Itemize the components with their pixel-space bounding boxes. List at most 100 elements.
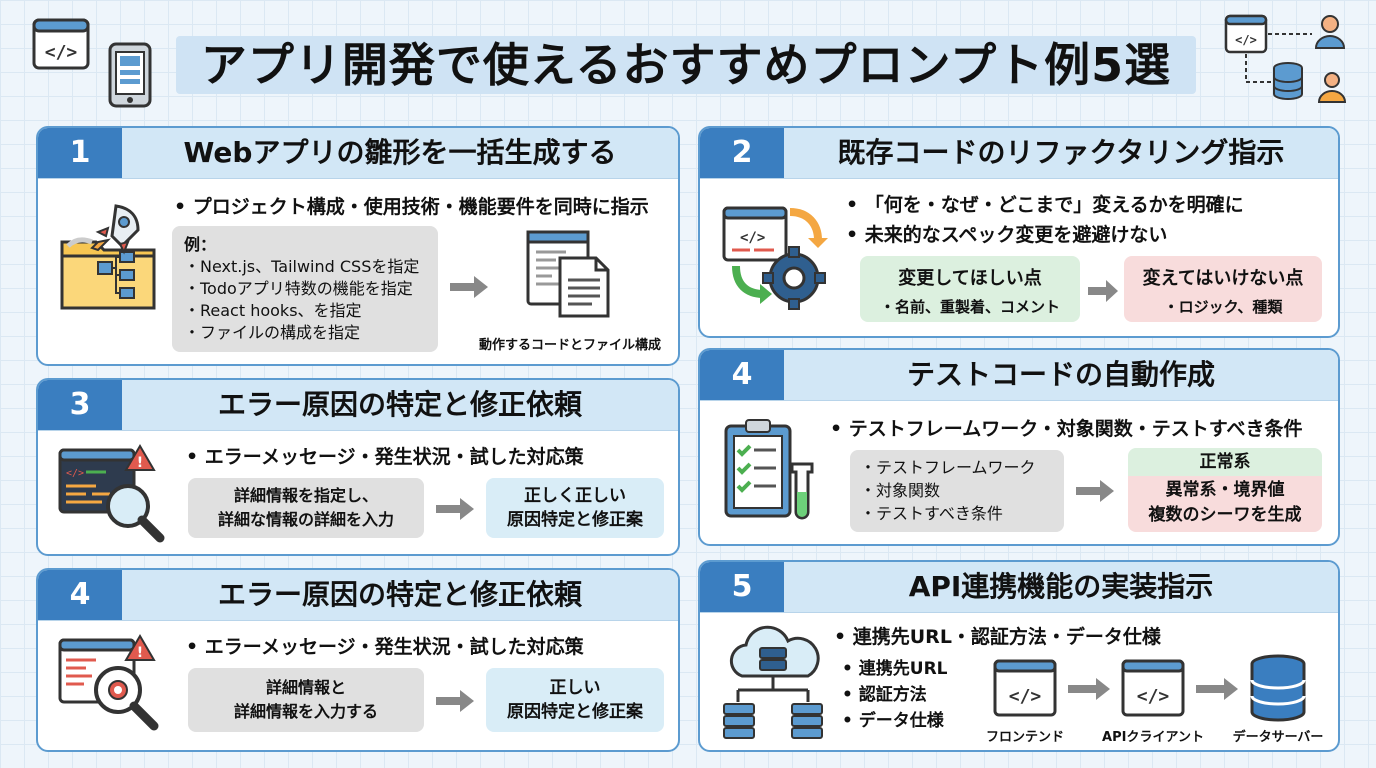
abnormal-box: 異常系・境界値 複数のシーワを生成	[1128, 476, 1322, 532]
frontend-icon: </>	[992, 658, 1058, 718]
card-title: 既存コードのリファクタリング指示	[837, 136, 1285, 169]
card-bullet: • エラーメッセージ・発生状況・試した対応策	[186, 636, 584, 658]
input-item: ・テストフレームワーク	[860, 458, 1036, 477]
flow-label-api-client: APIクライアント	[1102, 730, 1204, 745]
abnormal-line: 複数のシーワを生成	[1148, 505, 1302, 525]
normal-label: 正常系	[1128, 448, 1322, 476]
keep-title: 変えてはいけない点	[1142, 268, 1304, 289]
svg-text:</>: </>	[1137, 686, 1170, 707]
example-item: ・ファイルの構成を指定	[184, 323, 361, 342]
output-line: 正しい	[549, 678, 601, 698]
output-label: 動作するコードとファイル構成	[478, 338, 661, 353]
card-4-test: 4 テストコードの自動作成 • テストフレームワーク・対象関数・テストすべき条件…	[698, 348, 1340, 546]
card-number: 3	[38, 380, 122, 430]
change-title: 変更してほしい点	[898, 268, 1042, 289]
input-box: 詳細情報を指定し、 詳細な情報の詳細を入力	[188, 478, 424, 538]
rocket-folder-icon	[58, 202, 162, 312]
input-box: ・テストフレームワーク ・対象関数 ・テストすべき条件	[850, 450, 1064, 532]
change-items: ・名前、重製着、コメント	[879, 298, 1060, 316]
output-box: 正しく正しい 原因特定と修正案	[486, 478, 664, 538]
card-title: Webアプリの雛形を一括生成する	[183, 136, 617, 169]
change-box: 変更してほしい点 ・名前、重製着、コメント	[860, 256, 1080, 322]
clipboard-test-icon	[722, 416, 822, 528]
error-magnifier-icon: </> !	[56, 442, 168, 546]
card-number: 1	[38, 128, 122, 178]
output-box: 正しい 原因特定と修正案	[486, 668, 664, 732]
code-window-icon: </>	[32, 18, 90, 70]
card-header: 5 API連携機能の実装指示	[700, 562, 1338, 613]
example-label: 例：	[184, 235, 217, 254]
output-line: 原因特定と修正案	[507, 702, 643, 722]
page-title: アプリ開発で使えるおすすめプロンプト例5選	[200, 38, 1172, 92]
arrow-right-icon	[1076, 480, 1114, 502]
api-items: • 連携先URL • 認証方法 • データ仕様	[842, 656, 948, 734]
example-item: ・Next.js、Tailwind CSSを指定	[184, 257, 420, 276]
input-item: ・対象関数	[860, 481, 941, 500]
svg-text:!: !	[137, 645, 143, 661]
card-bullet: • 「何を・なぜ・どこまで」変えるかを明確に	[846, 194, 1244, 216]
result-box: 正常系 異常系・境界値 複数のシーワを生成	[1128, 448, 1322, 532]
input-line: 詳細情報を入力する	[233, 702, 378, 721]
card-3: 3 エラー原因の特定と修正依頼 </> ! • エラーメッセージ・発生状況・試し…	[36, 378, 680, 556]
arrow-right-icon	[436, 498, 474, 520]
keep-items: ・ロジック、種類	[1163, 298, 1283, 316]
api-client-icon: </>	[1120, 658, 1186, 718]
card-number: 2	[700, 128, 784, 178]
card-5: 5 API連携機能の実装指示 • 連携先URL・認証方法・データ仕様 • 連携先…	[698, 560, 1340, 752]
card-bullet: • プロジェクト構成・使用技術・機能要件を同時に指示	[174, 196, 649, 218]
svg-text:!: !	[137, 455, 143, 471]
code-files-icon	[524, 228, 614, 320]
card-number: 5	[700, 562, 784, 612]
keep-box: 変えてはいけない点 ・ロジック、種類	[1124, 256, 1322, 322]
example-item: ・React hooks、を指定	[184, 301, 362, 320]
input-box: 詳細情報と 詳細情報を入力する	[188, 668, 424, 732]
card-bullet: • テストフレームワーク・対象関数・テストすべき条件	[830, 418, 1303, 440]
input-line: 詳細な情報の詳細を入力	[217, 510, 394, 529]
svg-text:</>: </>	[740, 230, 765, 246]
card-number: 4	[38, 570, 122, 620]
output-line: 原因特定と修正案	[507, 510, 643, 530]
card-4-error: 4 エラー原因の特定と修正依頼 ! • エラーメッセージ・発生状況・試した対応策…	[36, 568, 680, 752]
title-band	[176, 36, 1196, 94]
card-title: API連携機能の実装指示	[908, 570, 1214, 603]
card-header: 4 エラー原因の特定と修正依頼	[38, 570, 678, 621]
arrow-right-icon	[436, 690, 474, 712]
card-1: 1 Webアプリの雛形を一括生成する • プロジェクト構成・使用技術・機能要件を…	[36, 126, 680, 366]
card-bullet: • 未来的なスペック変更を避避けない	[846, 224, 1168, 246]
example-box: 例： ・Next.js、Tailwind CSSを指定 ・Todoアプリ特数の機…	[172, 226, 438, 352]
svg-text:</>: </>	[1235, 33, 1257, 47]
card-bullet: • エラーメッセージ・発生状況・試した対応策	[186, 446, 584, 468]
card-title: テストコードの自動作成	[906, 358, 1215, 391]
card-header: 3 エラー原因の特定と修正依頼	[38, 380, 678, 431]
card-title: エラー原因の特定と修正依頼	[217, 388, 582, 421]
code-gear-icon: </>	[720, 202, 832, 314]
card-2: 2 既存コードのリファクタリング指示 </> • 「何を・なぜ・どこまで」変える…	[698, 126, 1340, 338]
card-bullet: • 連携先URL・認証方法・データ仕様	[834, 626, 1161, 648]
arrow-right-icon	[450, 276, 488, 298]
input-line: 詳細情報と	[265, 678, 346, 697]
smartphone-icon	[108, 42, 152, 108]
flow-label-frontend: フロンテンド	[985, 730, 1064, 745]
arrow-right-icon	[1068, 678, 1110, 700]
card-header: 1 Webアプリの雛形を一括生成する	[38, 128, 678, 179]
cloud-server-icon	[722, 624, 826, 744]
error-gear-magnifier-icon: !	[56, 632, 168, 736]
input-item: ・テストすべき条件	[860, 504, 1003, 523]
abnormal-line: 異常系・境界値	[1165, 480, 1285, 500]
svg-text:</>: </>	[45, 42, 78, 63]
card-header: 4 テストコードの自動作成	[700, 350, 1338, 401]
svg-text:</>: </>	[1009, 686, 1042, 707]
arrow-right-icon	[1088, 280, 1118, 302]
api-item: • 認証方法	[842, 685, 927, 705]
network-users-icon: </>	[1222, 10, 1354, 110]
card-title: エラー原因の特定と修正依頼	[217, 578, 582, 611]
input-line: 詳細情報を指定し、	[233, 486, 378, 505]
card-number: 4	[700, 350, 784, 400]
arrow-right-icon	[1196, 678, 1238, 700]
card-header: 2 既存コードのリファクタリング指示	[700, 128, 1338, 179]
flow-label-data-server: データサーバー	[1232, 730, 1324, 745]
api-item: • データ仕様	[842, 711, 944, 731]
example-item: ・Todoアプリ特数の機能を指定	[184, 279, 413, 298]
database-icon	[1248, 654, 1308, 722]
svg-text:</>: </>	[66, 468, 84, 479]
